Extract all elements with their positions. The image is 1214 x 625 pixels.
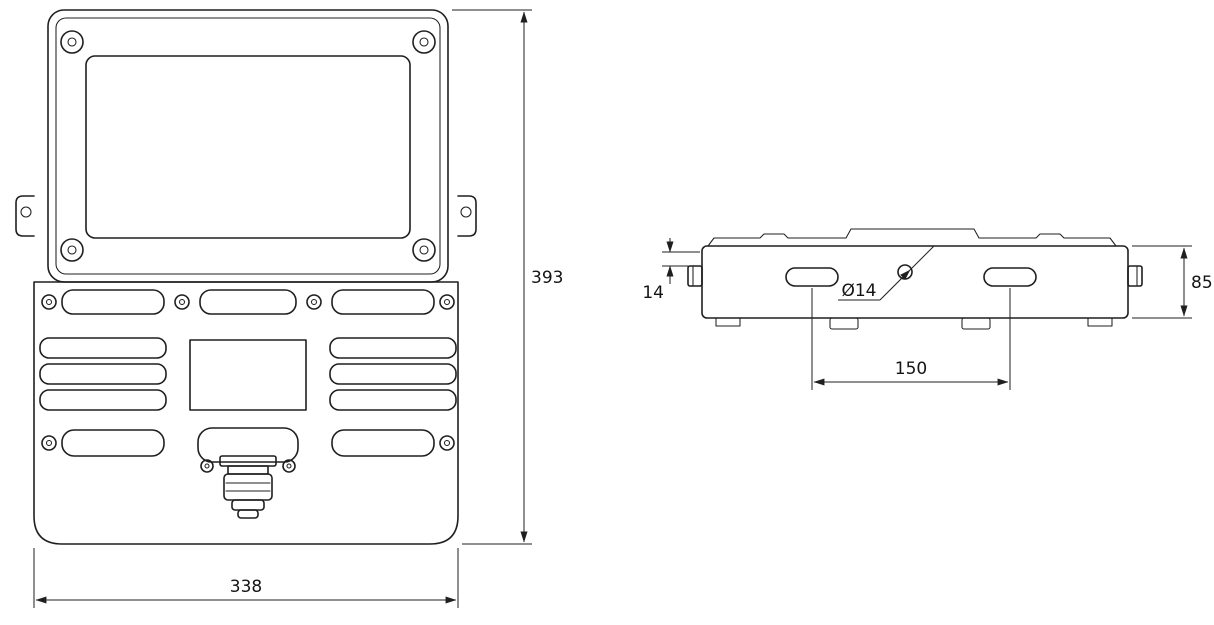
dimension-spacing-150: 150 (811, 288, 1011, 390)
dimension-width-338: 338 (33, 548, 459, 608)
dimension-tab-14: 14 (642, 238, 700, 303)
vent-slots-bottom-row (41, 427, 455, 473)
side-body (701, 245, 1129, 319)
corner-screws (60, 30, 436, 262)
front-plate (47, 9, 449, 283)
dimension-hole-dia14: Ø14 (838, 245, 935, 301)
heatsink-fins-right (329, 337, 457, 411)
dim-label-85: 85 (1191, 273, 1213, 293)
dimension-height-85: 85 (1132, 245, 1213, 319)
cable-gland (219, 455, 277, 519)
side-view (687, 228, 1143, 330)
mounting-slot-right (983, 267, 1037, 287)
dim-label-338: 338 (230, 577, 262, 597)
side-pin-right (1127, 265, 1143, 287)
side-pin-left (687, 265, 703, 287)
vent-slots-top-row (41, 289, 455, 315)
mounting-slot-left (785, 267, 839, 287)
mounting-ear-right (457, 195, 477, 237)
dim-label-150: 150 (895, 359, 927, 379)
side-top-lid (707, 228, 1117, 247)
front-plate-inner-edge (55, 17, 441, 275)
nameplate (189, 339, 307, 411)
mounting-ear-left (15, 195, 35, 237)
heatsink-fins-left (39, 337, 167, 411)
side-bottom-feet (715, 317, 1113, 330)
dim-label-dia14: Ø14 (841, 281, 876, 301)
dim-label-14: 14 (642, 283, 664, 303)
mounting-hole (897, 264, 913, 280)
lens-window (85, 55, 411, 239)
dim-label-393: 393 (531, 268, 563, 288)
dimension-height-393: 393 (452, 9, 563, 545)
housing-body (33, 281, 459, 545)
front-view (15, 9, 477, 545)
